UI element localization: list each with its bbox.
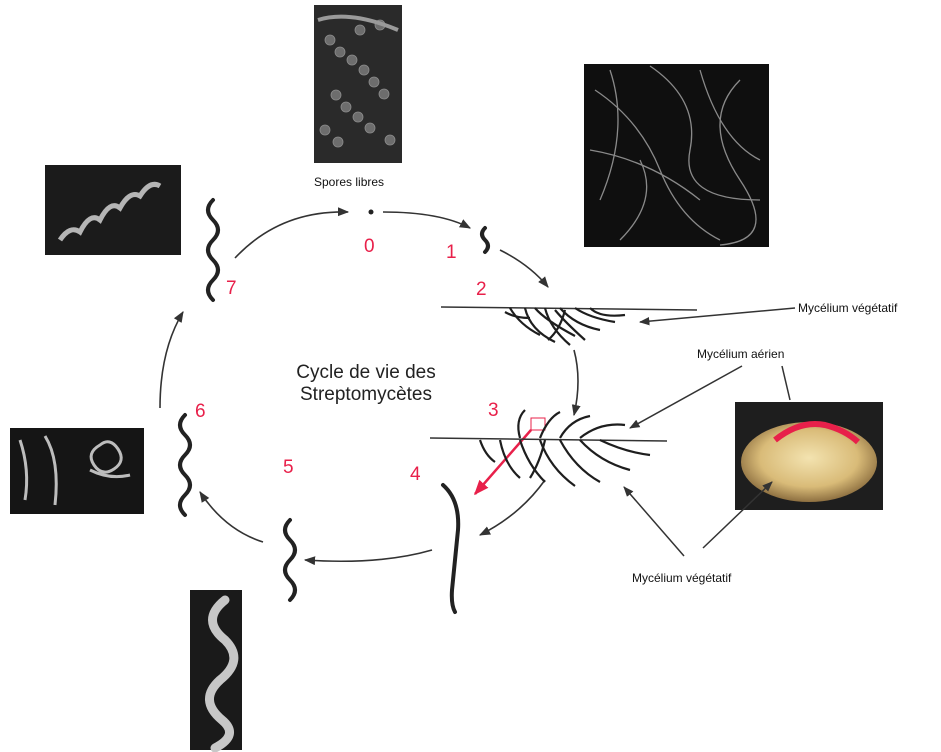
pointer-aerial bbox=[630, 366, 742, 428]
spiral-hypha-stage6 bbox=[180, 415, 190, 515]
photo-hyphae-network bbox=[584, 64, 769, 247]
cycle-title-line2: Streptomycètes bbox=[300, 384, 432, 405]
spiral-hypha-stage5 bbox=[285, 520, 295, 600]
arrow-5-to-6 bbox=[200, 492, 263, 542]
photo-spore-chain-closeup bbox=[190, 590, 242, 750]
arrow-3-to-4 bbox=[480, 480, 545, 535]
veg-mycelium-label-top: Mycélium végétatif bbox=[798, 301, 898, 315]
photo-colony bbox=[735, 402, 883, 510]
aerial-mycelium-colony bbox=[430, 410, 667, 486]
photo-aerial-spiral bbox=[45, 165, 181, 255]
arrow-0-to-1 bbox=[383, 212, 470, 228]
step-number-7: 7 bbox=[226, 278, 237, 299]
spores-label: Spores libres bbox=[314, 175, 384, 189]
aerial-mycelium-label: Mycélium aérien bbox=[697, 347, 784, 361]
step-number-1: 1 bbox=[446, 242, 457, 263]
step-number-3: 3 bbox=[488, 400, 499, 421]
pointer-veg-bottom bbox=[624, 487, 684, 556]
arrow-2-to-3 bbox=[574, 350, 578, 415]
step-number-6: 6 bbox=[195, 401, 206, 422]
spore-dot bbox=[369, 210, 374, 215]
cycle-title-line1: Cycle de vie des bbox=[296, 362, 435, 383]
arrow-7-to-0 bbox=[235, 212, 348, 258]
arrow-6-to-7 bbox=[160, 312, 183, 408]
arrow-1-to-2 bbox=[500, 250, 548, 287]
vegetative-mycelium-colony bbox=[441, 307, 697, 345]
veg-mycelium-label-bottom: Mycélium végétatif bbox=[632, 571, 732, 585]
step-number-4: 4 bbox=[410, 464, 421, 485]
germinating-spore bbox=[482, 228, 488, 252]
photo-free-spores bbox=[314, 5, 402, 163]
step-number-5: 5 bbox=[283, 457, 294, 478]
aerial-hypha-stage4 bbox=[443, 485, 458, 612]
arrow-4-to-5 bbox=[305, 550, 432, 561]
step-number-2: 2 bbox=[476, 279, 487, 300]
spiral-hypha-stage7 bbox=[208, 200, 218, 300]
zoom-box bbox=[531, 418, 545, 430]
photo-spiral-chains bbox=[10, 428, 144, 514]
pointer-aerial-photo bbox=[782, 366, 790, 400]
step-number-0: 0 bbox=[364, 236, 375, 257]
